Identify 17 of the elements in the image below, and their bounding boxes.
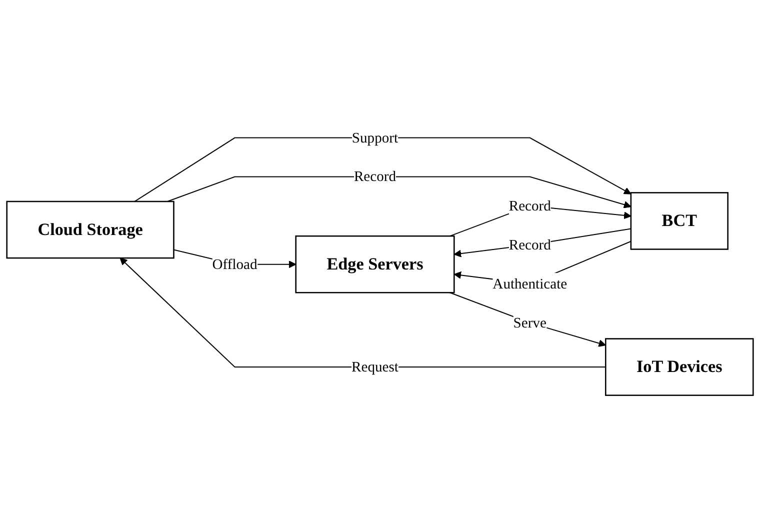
node-box: IoT Devices <box>605 338 754 396</box>
node-box: Edge Servers <box>295 235 455 294</box>
edge-label: Support <box>352 129 398 146</box>
arrow <box>167 176 632 208</box>
arrow <box>450 292 606 347</box>
edge-label: Record <box>508 197 551 214</box>
edge-label: Authenticate <box>492 275 568 292</box>
arrow <box>134 137 632 202</box>
edge-label: Offload <box>212 256 258 272</box>
node-box: Cloud Storage <box>6 200 174 259</box>
edge-label: Serve <box>513 314 546 331</box>
edge-label: Record <box>354 168 396 185</box>
edge-label: Request <box>352 358 398 375</box>
arrow <box>454 228 632 258</box>
node-box: BCT <box>630 192 728 250</box>
edge-label: Record <box>508 236 551 253</box>
arrow <box>120 258 606 368</box>
